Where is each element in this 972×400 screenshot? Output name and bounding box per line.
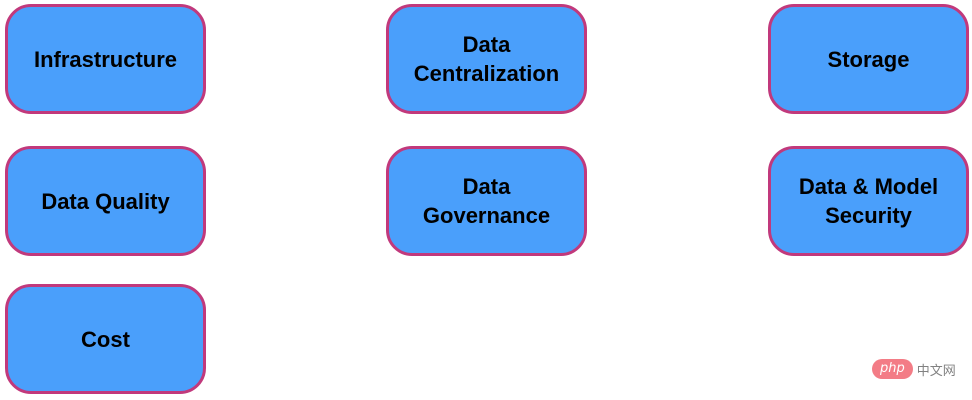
- node-data-model-security: Data & Model Security: [768, 146, 969, 256]
- node-label-line: Data: [462, 32, 511, 57]
- node-data-quality: Data Quality: [5, 146, 206, 256]
- node-storage: Storage: [768, 4, 969, 114]
- node-data-governance: Data Governance: [386, 146, 587, 256]
- node-cost: Cost: [5, 284, 206, 394]
- node-label-line: Storage: [827, 46, 910, 72]
- watermark-logo: php: [872, 359, 913, 379]
- node-label-line: Data Quality: [41, 188, 170, 214]
- node-label-line: Centralization: [413, 61, 560, 86]
- node-infrastructure: Infrastructure: [5, 4, 206, 114]
- site-watermark: php 中文网: [872, 358, 956, 380]
- node-label-line: Data & Model: [798, 174, 939, 199]
- node-label-line: Infrastructure: [33, 46, 178, 72]
- node-label-line: Data: [462, 174, 511, 199]
- node-label-line: Security: [825, 203, 912, 228]
- watermark-site-text: 中文网: [916, 363, 956, 379]
- node-data-centralization: Data Centralization: [386, 4, 587, 114]
- node-label-line: Cost: [81, 326, 130, 352]
- node-label-line: Governance: [422, 203, 551, 228]
